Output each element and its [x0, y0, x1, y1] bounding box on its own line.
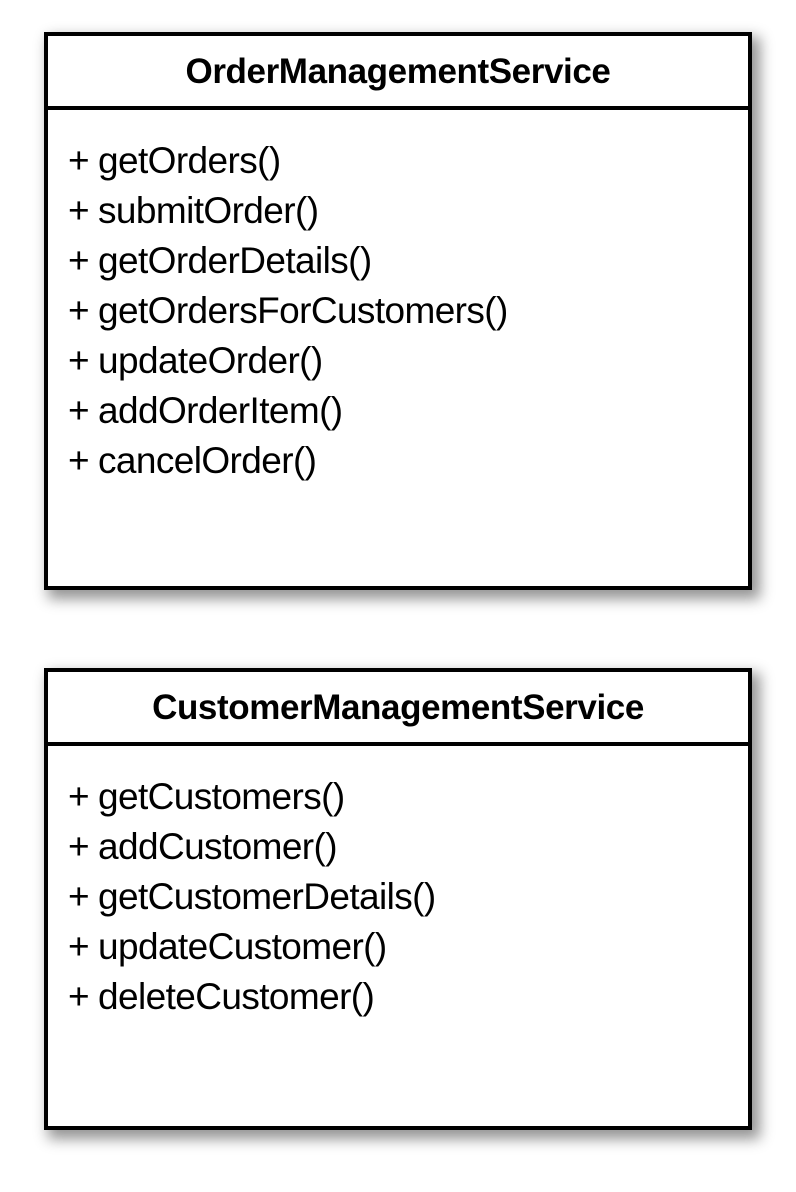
visibility-marker: + — [68, 440, 90, 481]
method-signature: deleteCustomer() — [98, 976, 375, 1017]
method-signature: getCustomers() — [98, 776, 345, 817]
uml-method-row: +submitOrder() — [68, 186, 748, 236]
uml-class-name: OrderManagementService — [185, 51, 611, 91]
method-signature: addCustomer() — [98, 826, 338, 867]
uml-class-header: OrderManagementService — [48, 36, 748, 110]
uml-method-row: +getCustomerDetails() — [68, 872, 748, 922]
uml-class-members-compartment: +getOrders() +submitOrder() +getOrderDet… — [48, 110, 748, 486]
uml-class-name: CustomerManagementService — [152, 687, 644, 727]
method-signature: getCustomerDetails() — [98, 876, 436, 917]
method-signature: addOrderItem() — [98, 390, 343, 431]
visibility-marker: + — [68, 826, 90, 867]
visibility-marker: + — [68, 926, 90, 967]
visibility-marker: + — [68, 876, 90, 917]
uml-method-row: +addCustomer() — [68, 822, 748, 872]
uml-method-row: +updateOrder() — [68, 336, 748, 386]
uml-method-row: +getOrdersForCustomers() — [68, 286, 748, 336]
uml-method-row: +getCustomers() — [68, 772, 748, 822]
method-signature: cancelOrder() — [98, 440, 317, 481]
visibility-marker: + — [68, 140, 90, 181]
uml-method-row: +getOrders() — [68, 136, 748, 186]
uml-method-row: +getOrderDetails() — [68, 236, 748, 286]
uml-class-header: CustomerManagementService — [48, 672, 748, 746]
method-signature: submitOrder() — [98, 190, 319, 231]
method-signature: getOrderDetails() — [98, 240, 372, 281]
uml-method-row: +addOrderItem() — [68, 386, 748, 436]
visibility-marker: + — [68, 290, 90, 331]
uml-class-customer-management-service[interactable]: CustomerManagementService +getCustomers(… — [44, 668, 752, 1130]
method-signature: getOrdersForCustomers() — [98, 290, 508, 331]
uml-class-members-compartment: +getCustomers() +addCustomer() +getCusto… — [48, 746, 748, 1022]
visibility-marker: + — [68, 776, 90, 817]
visibility-marker: + — [68, 976, 90, 1017]
uml-class-order-management-service[interactable]: OrderManagementService +getOrders() +sub… — [44, 32, 752, 590]
uml-method-row: +updateCustomer() — [68, 922, 748, 972]
visibility-marker: + — [68, 390, 90, 431]
method-signature: updateCustomer() — [98, 926, 387, 967]
visibility-marker: + — [68, 240, 90, 281]
visibility-marker: + — [68, 340, 90, 381]
visibility-marker: + — [68, 190, 90, 231]
uml-method-row: +deleteCustomer() — [68, 972, 748, 1022]
uml-method-row: +cancelOrder() — [68, 436, 748, 486]
method-signature: getOrders() — [98, 140, 281, 181]
method-signature: updateOrder() — [98, 340, 323, 381]
